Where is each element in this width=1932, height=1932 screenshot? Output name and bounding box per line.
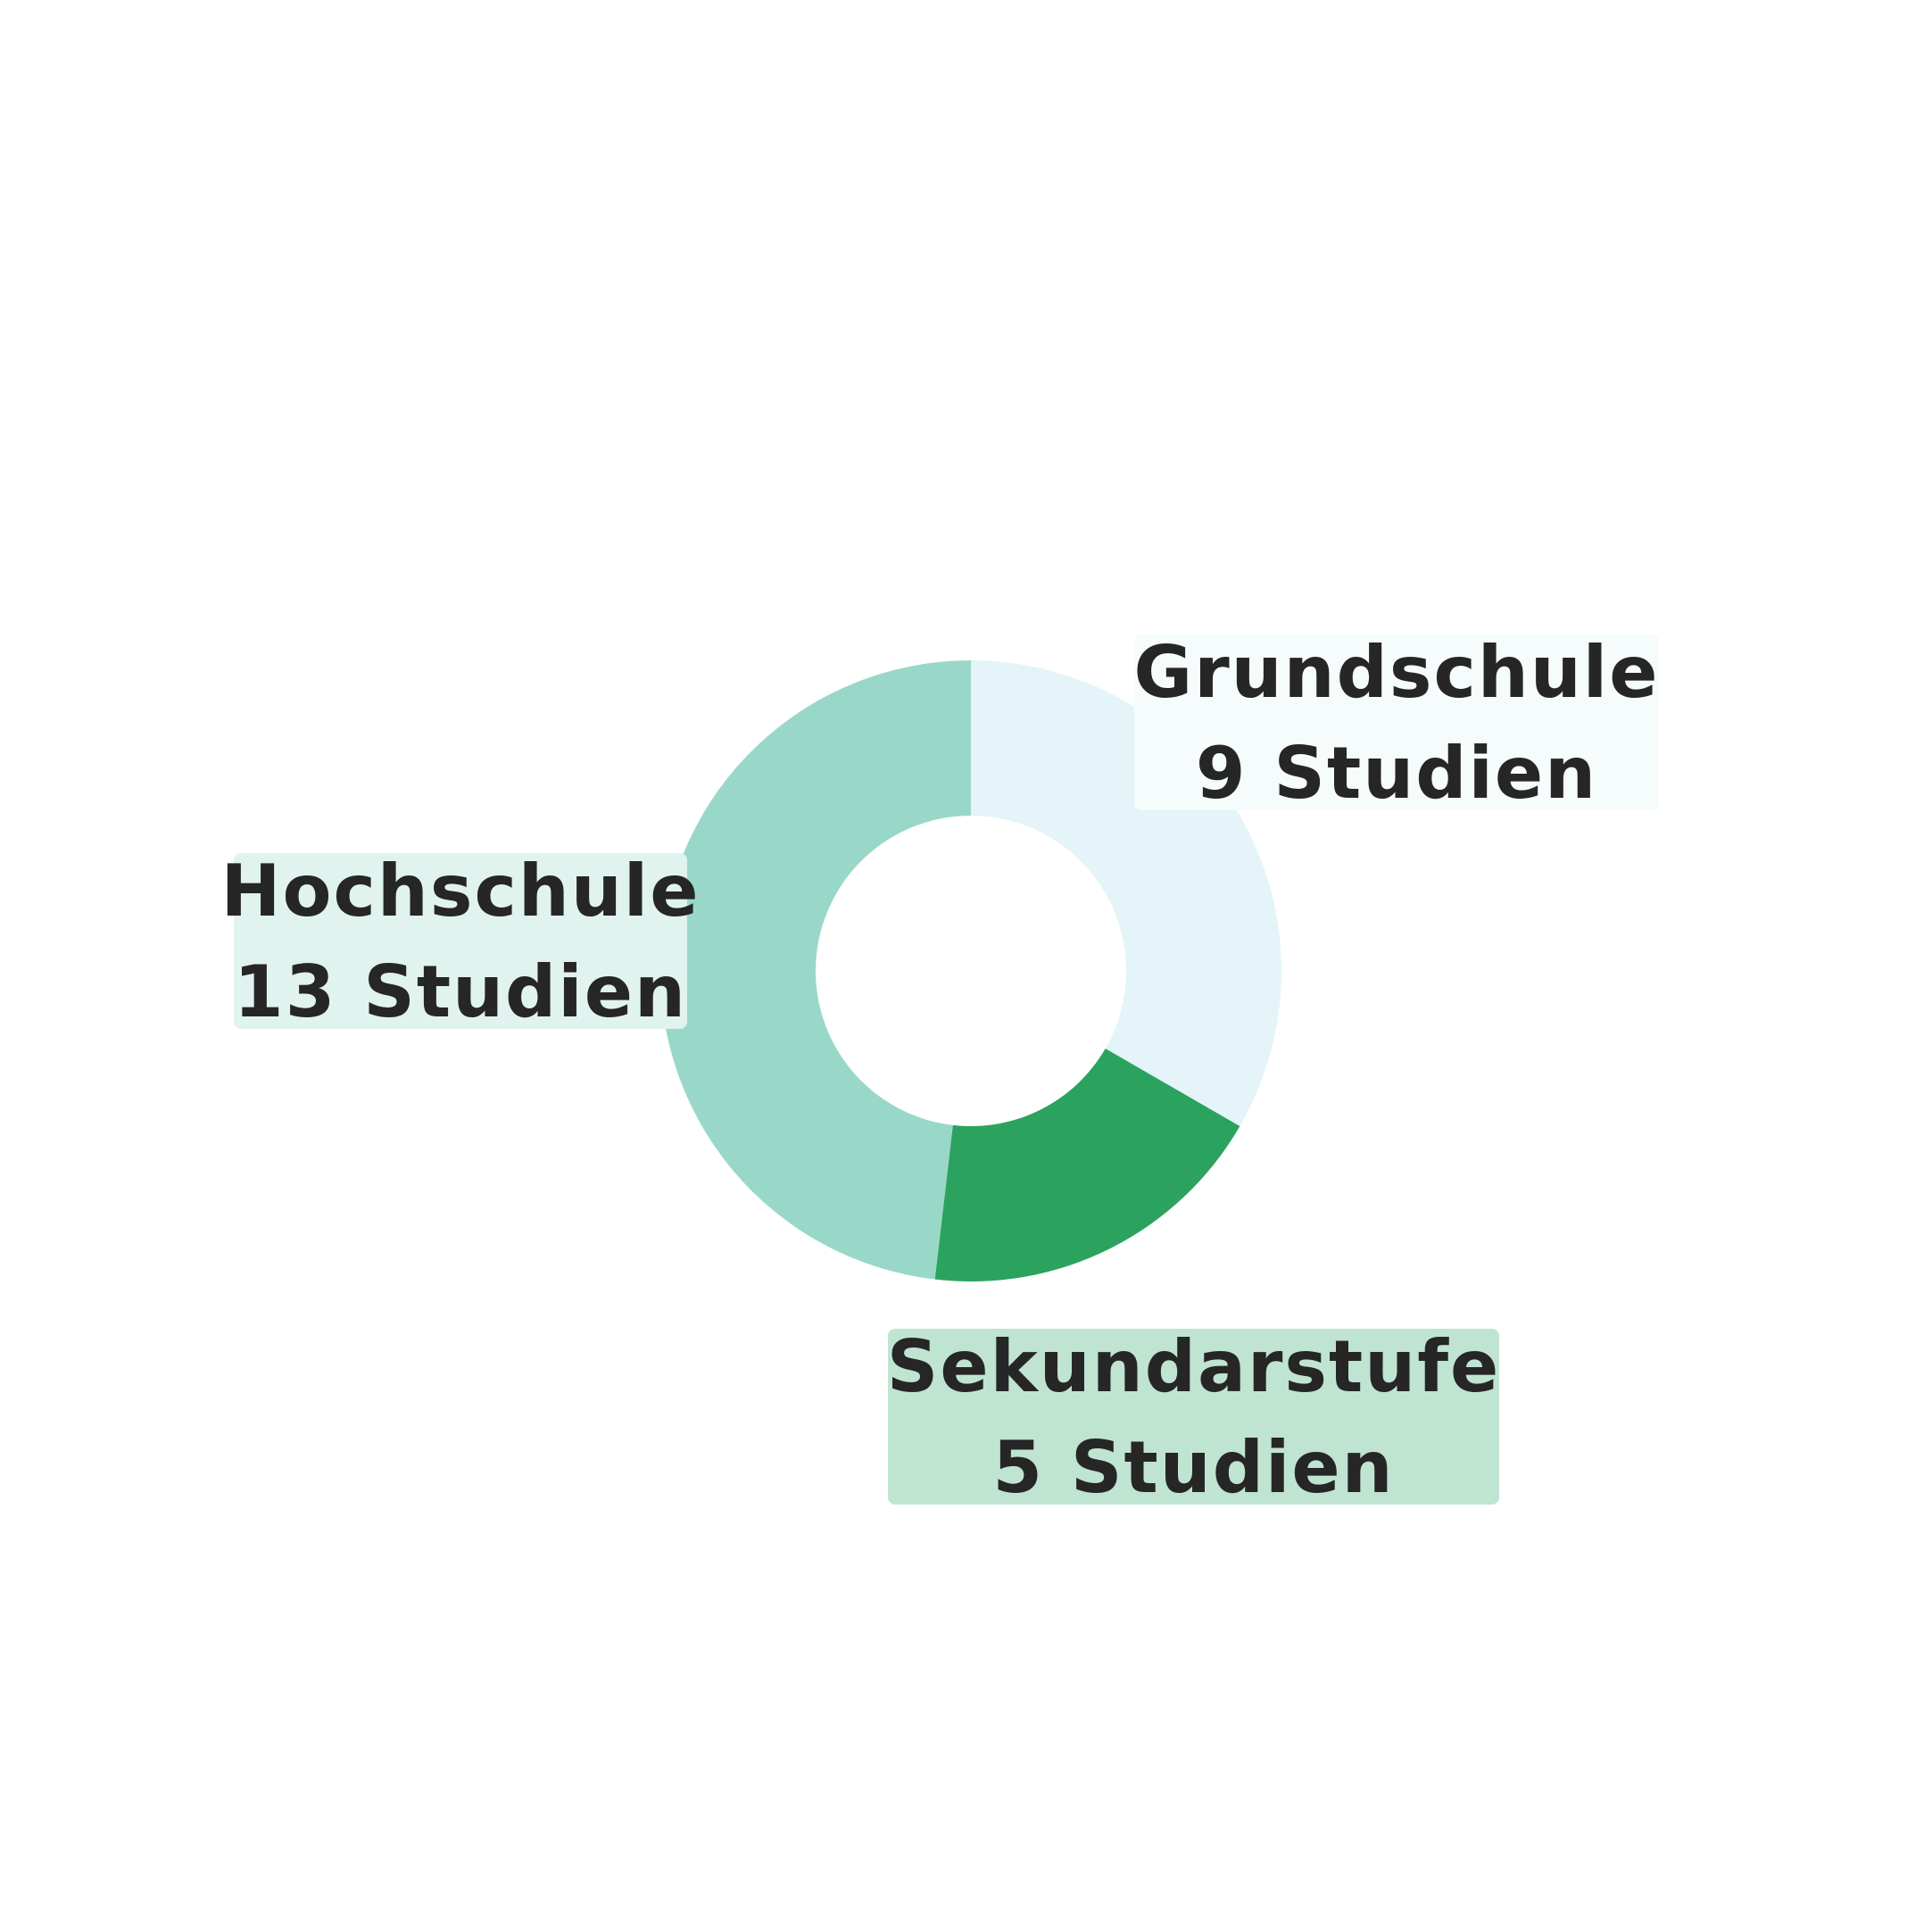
slice-label-grundschule-value: 9 Studien <box>1195 731 1598 815</box>
slice-label-sekundarstufe: Sekundarstufe 5 Studien <box>887 1325 1499 1509</box>
slice-label-grundschule: Grundschule 9 Studien <box>1134 631 1659 815</box>
slice-label-sekundarstufe-value: 5 Studien <box>992 1425 1395 1509</box>
slice-sekundarstufe <box>934 1049 1240 1281</box>
slice-label-hochschule-value: 13 Studien <box>234 949 687 1033</box>
slice-label-hochschule-name: Hochschule <box>220 849 701 933</box>
slice-label-grundschule-name: Grundschule <box>1133 630 1660 714</box>
slice-hochschule <box>659 660 971 1280</box>
slice-label-sekundarstufe-name: Sekundarstufe <box>886 1324 1501 1408</box>
slice-label-hochschule: Hochschule 13 Studien <box>221 850 699 1033</box>
